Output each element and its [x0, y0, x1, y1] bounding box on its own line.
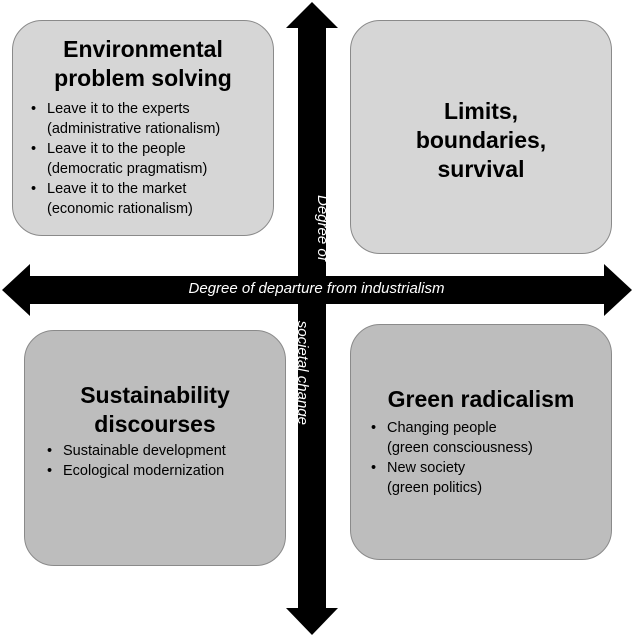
list-item: •New society(green politics) [371, 460, 483, 496]
vertical-axis-label-line1: Degree of [314, 195, 331, 261]
horizontal-axis-arrow [2, 264, 632, 316]
list-item: •Ecological modernization [47, 463, 225, 479]
quadrant-list: •Changing people(green consciousness) •N… [371, 418, 611, 498]
quadrant-title: Green radicalism [387, 386, 575, 412]
bullet-icon: • [47, 463, 53, 479]
quadrant-title: Environmental problem solving [54, 36, 232, 91]
list-item: •Leave it to the people(democratic pragm… [31, 141, 208, 177]
quadrant-list: •Sustainable development •Ecological mod… [47, 441, 285, 481]
list-item: •Changing people(green consciousness) [371, 420, 533, 456]
bullet-icon: • [47, 443, 53, 459]
quadrant-title: Sustainability discourses [80, 382, 230, 437]
list-item: •Leave it to the experts(administrative … [31, 101, 221, 137]
quadrant-limits-boundaries-survival: Limits, boundaries, survival [350, 20, 612, 254]
bullet-icon: • [371, 420, 377, 436]
quadrant-title: Limits, boundaries, survival [415, 98, 547, 182]
bullet-icon: • [371, 460, 377, 476]
vertical-axis-label-line2: societal change [294, 320, 311, 425]
quadrant-list: •Leave it to the experts(administrative … [31, 99, 273, 219]
bullet-icon: • [31, 101, 37, 117]
bullet-icon: • [31, 181, 37, 197]
horizontal-axis-label: Degree of departure from industrialism [188, 280, 445, 297]
vertical-axis-arrow [286, 2, 338, 635]
quadrant-green-radicalism: Green radicalism •Changing people(green … [350, 324, 612, 560]
bullet-icon: • [31, 141, 37, 157]
list-item: •Leave it to the market(economic rationa… [31, 181, 193, 217]
quadrant-sustainability-discourses: Sustainability discourses •Sustainable d… [24, 330, 286, 566]
list-item: •Sustainable development [47, 443, 226, 459]
quadrant-environmental-problem-solving: Environmental problem solving •Leave it … [12, 20, 274, 236]
